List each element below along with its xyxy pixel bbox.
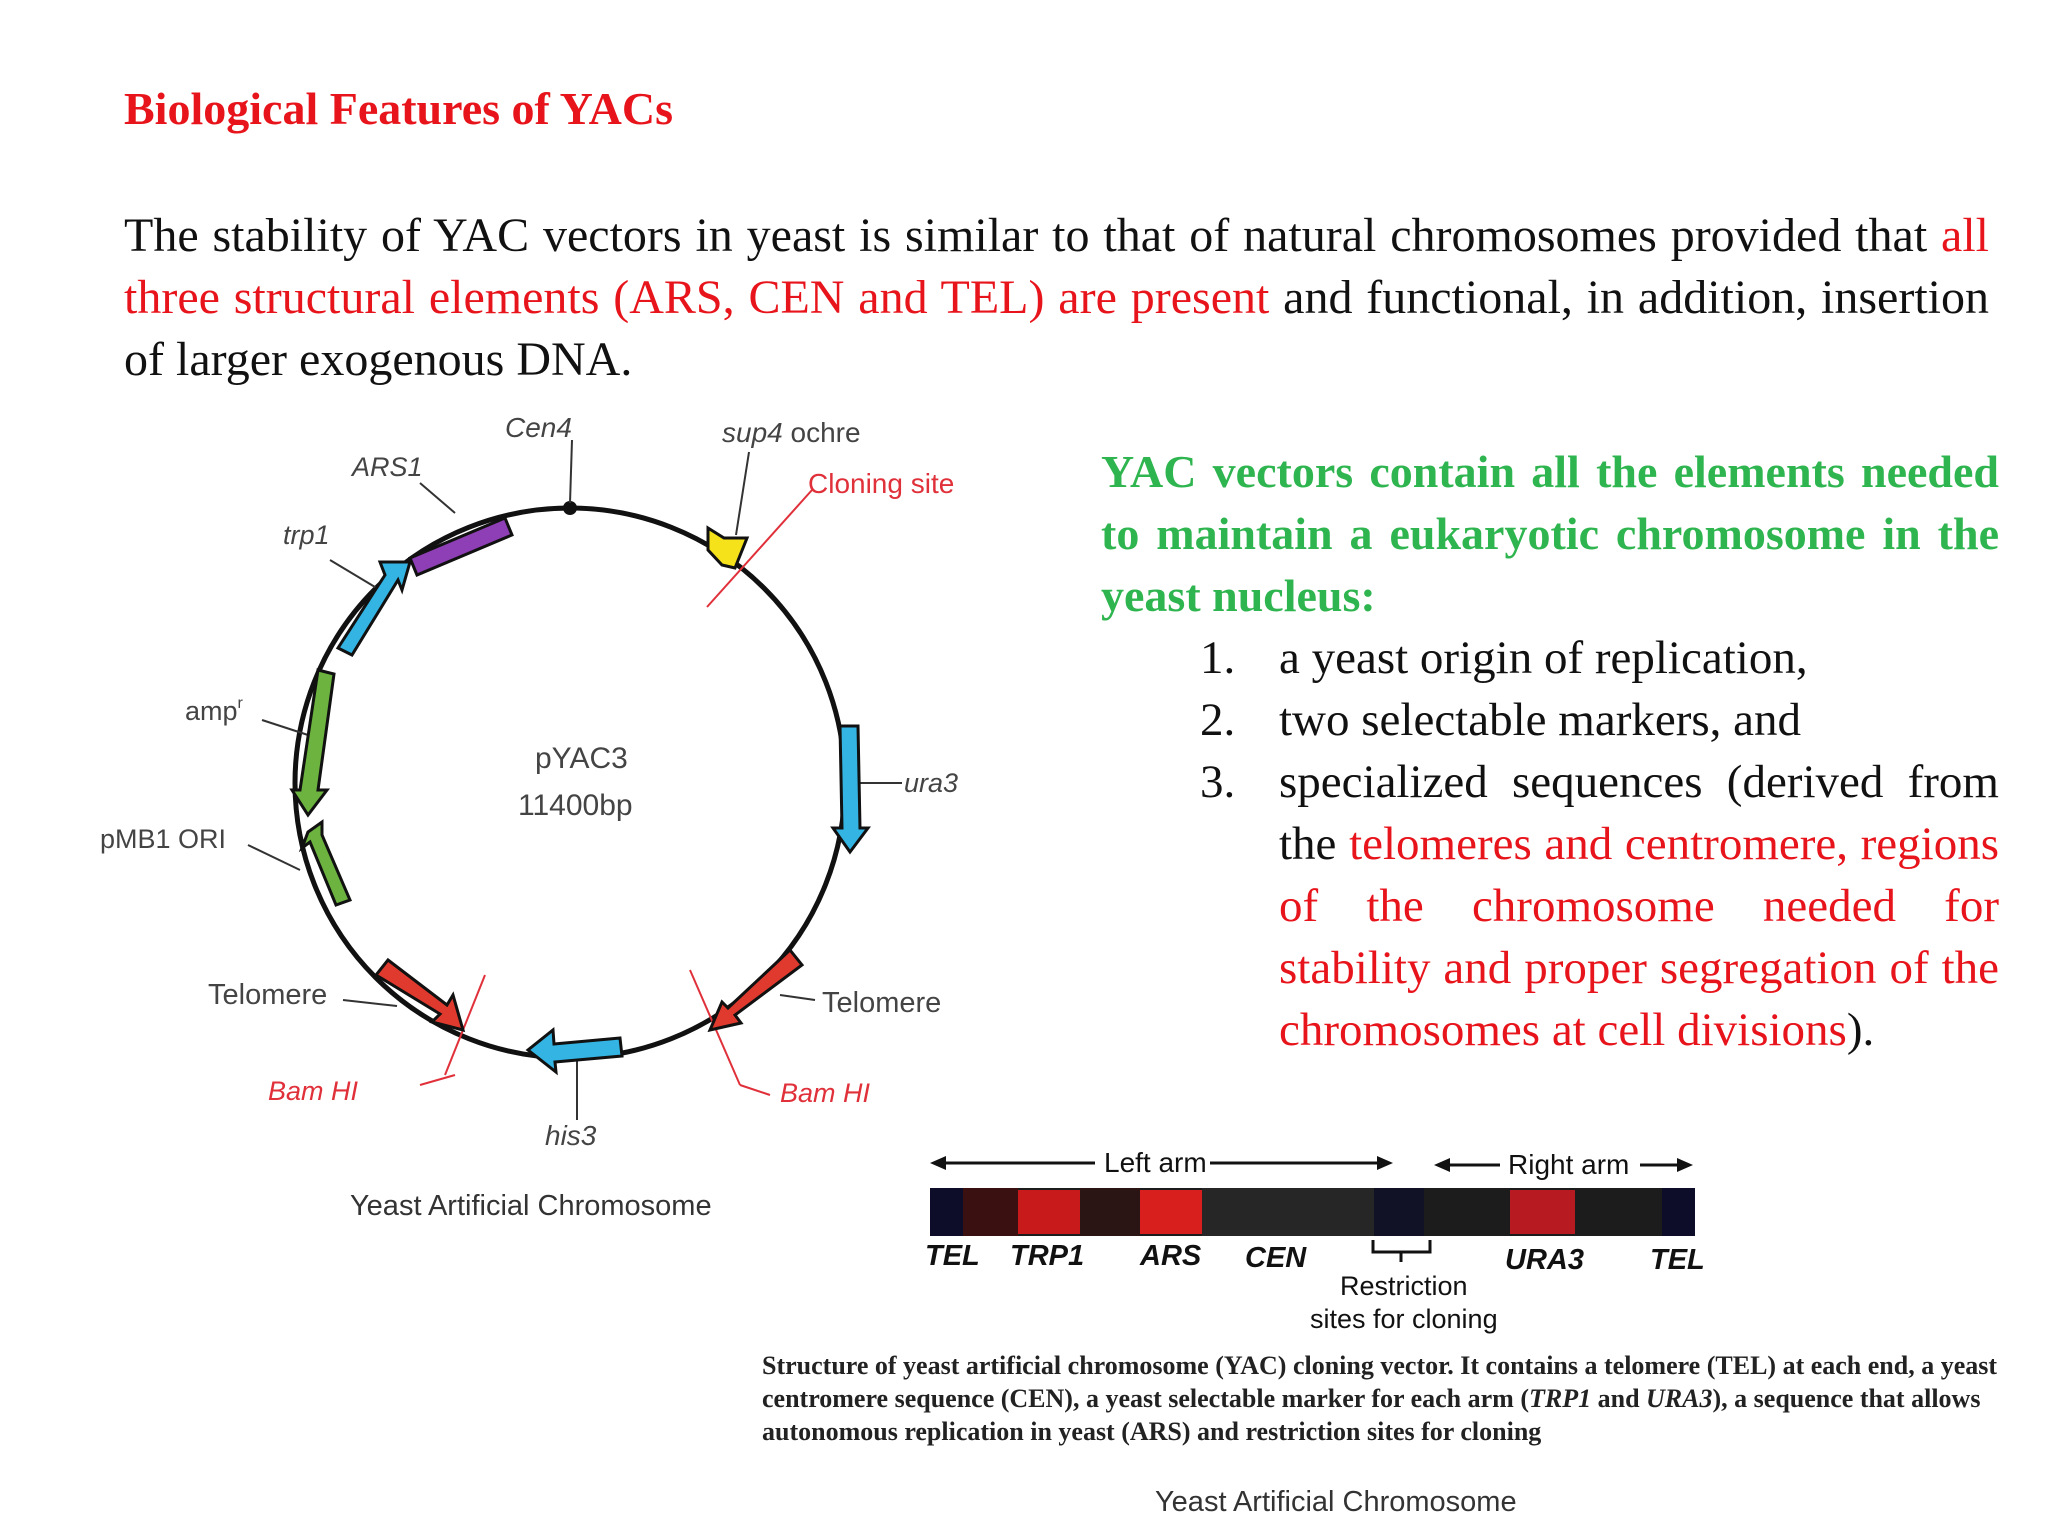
ura3-label: ura3 — [904, 768, 958, 798]
caption-ura3: URA3 — [1646, 1384, 1713, 1413]
intro-highlight: all three structural elements (ARS, CEN … — [124, 209, 1989, 324]
telomere-right-arrow — [707, 947, 805, 1033]
linear-caption: Yeast Artificial Chromosome — [1155, 1486, 1517, 1518]
sup4-segment — [706, 525, 750, 570]
list-text-red: telomeres and centromere, regions of the… — [1279, 818, 1999, 1056]
telomere-right-label: Telomere — [822, 987, 941, 1019]
ars-segment — [1140, 1190, 1202, 1234]
pmb1-arrow — [298, 819, 353, 907]
telomere-left-arrow — [373, 957, 466, 1033]
right-arm-arrowhead-right — [1677, 1158, 1693, 1172]
telomere-left-label: Telomere — [208, 979, 327, 1011]
intro-paragraph: The stability of YAC vectors in yeast is… — [124, 205, 1989, 391]
list-text-end: ). — [1846, 1004, 1875, 1056]
plasmid-name: pYAC3 — [535, 742, 628, 775]
restriction-segment — [1374, 1188, 1424, 1236]
intro-text-2: and functional, in addition, insertion o… — [124, 271, 1989, 386]
list-number: 3. — [1200, 756, 1236, 808]
bamhi-left-line — [444, 974, 486, 1076]
trp1-arrow — [335, 560, 412, 657]
bamhi-left-connector — [419, 1074, 456, 1086]
ura3-segment — [1510, 1190, 1575, 1234]
ars1-segment — [408, 516, 514, 577]
left-arm-arrowhead-left — [930, 1156, 946, 1170]
tel-right-segment — [1662, 1188, 1695, 1236]
trp1-line — [329, 559, 381, 591]
amp-label: ampr — [185, 695, 244, 726]
cen4-line — [569, 439, 573, 504]
list-text: two selectable markers, and — [1279, 694, 1802, 746]
list-item: 3. specialized sequences (derived from th… — [1200, 751, 1999, 1061]
amp-arrow — [289, 668, 336, 818]
amp-line — [261, 719, 309, 736]
tel-left-segment — [930, 1188, 963, 1236]
list-item: 1. a yeast origin of replication, — [1200, 627, 1999, 689]
caption-text-2: ), a sequence that allows autonomous rep… — [762, 1384, 1981, 1446]
restriction-bracket — [1371, 1240, 1432, 1254]
right-arm-label: Right arm — [1508, 1149, 1629, 1180]
yac-elements-heading: YAC vectors contain all the elements nee… — [1101, 446, 1999, 621]
sup4-text: sup4 — [722, 417, 783, 448]
intro-text-1: The stability of YAC vectors in yeast is… — [124, 209, 1942, 262]
cen-label: CEN — [1245, 1242, 1307, 1274]
caption-trp1: TRP1 — [1529, 1384, 1592, 1413]
cen4-dot — [563, 501, 577, 515]
bamhi-right-connector — [739, 1084, 771, 1096]
telomere-right-line — [779, 994, 816, 1001]
dark-red-segment — [963, 1188, 1018, 1236]
list-item: 2. two selectable markers, and — [1200, 689, 1999, 751]
linear-map-description: Structure of yeast artificial chromosome… — [762, 1349, 2032, 1448]
bamhi-left-label: Bam HI — [268, 1076, 359, 1106]
caption-text-1: Structure of yeast artificial chromosome… — [762, 1351, 1998, 1413]
elements-list: 1. a yeast origin of replication, 2. two s… — [1200, 627, 1999, 1061]
caption-and: and — [1591, 1384, 1647, 1413]
sup4-line — [735, 451, 750, 536]
trp1-label: TRP1 — [1010, 1240, 1084, 1272]
amp-text: amp — [185, 696, 238, 726]
cen4-label: Cen4 — [505, 412, 572, 443]
list-number: 1. — [1200, 632, 1236, 684]
restriction-label-1: Restriction — [1340, 1271, 1468, 1301]
list-number: 2. — [1200, 694, 1236, 746]
left-arm-arrowhead-right — [1377, 1156, 1393, 1170]
trp1-segment — [1018, 1190, 1080, 1234]
ura3-arrow — [830, 724, 871, 855]
amp-superscript: r — [238, 695, 244, 712]
pmb1-label: pMB1 ORI — [100, 824, 226, 854]
cloning-site-label: Cloning site — [808, 468, 954, 499]
right-arm-arrowhead-left — [1434, 1158, 1450, 1172]
tel-right-label: TEL — [1650, 1244, 1705, 1276]
left-arm-label: Left arm — [1104, 1147, 1207, 1178]
ars1-line — [419, 482, 456, 514]
list-text: specialized sequences (derived from the — [1279, 756, 1999, 870]
plasmid-caption: Yeast Artificial Chromosome — [350, 1190, 712, 1222]
ars-label: ARS — [1139, 1240, 1202, 1272]
his3-label: his3 — [545, 1120, 597, 1151]
sup4-label: sup4 ochre — [722, 417, 861, 448]
ochre-text: ochre — [783, 417, 861, 448]
list-text: a yeast origin of replication, — [1279, 632, 1808, 684]
cloning-site-line — [706, 489, 813, 608]
bamhi-right-label: Bam HI — [780, 1078, 871, 1108]
his3-arrow — [525, 1027, 624, 1076]
telomere-left-line — [342, 999, 398, 1007]
trp1-label: trp1 — [283, 520, 330, 550]
cen-segment — [1202, 1188, 1374, 1236]
ura3-label: URA3 — [1505, 1244, 1584, 1276]
page-title: Biological Features of YACs — [124, 83, 673, 134]
pmb1-line — [247, 844, 301, 871]
tel-left-label: TEL — [925, 1240, 980, 1272]
ars1-label: ARS1 — [350, 452, 423, 482]
plasmid-size: 11400bp — [518, 789, 633, 822]
restriction-label-2: sites for cloning — [1310, 1304, 1498, 1334]
spacer-segment — [1080, 1188, 1140, 1236]
